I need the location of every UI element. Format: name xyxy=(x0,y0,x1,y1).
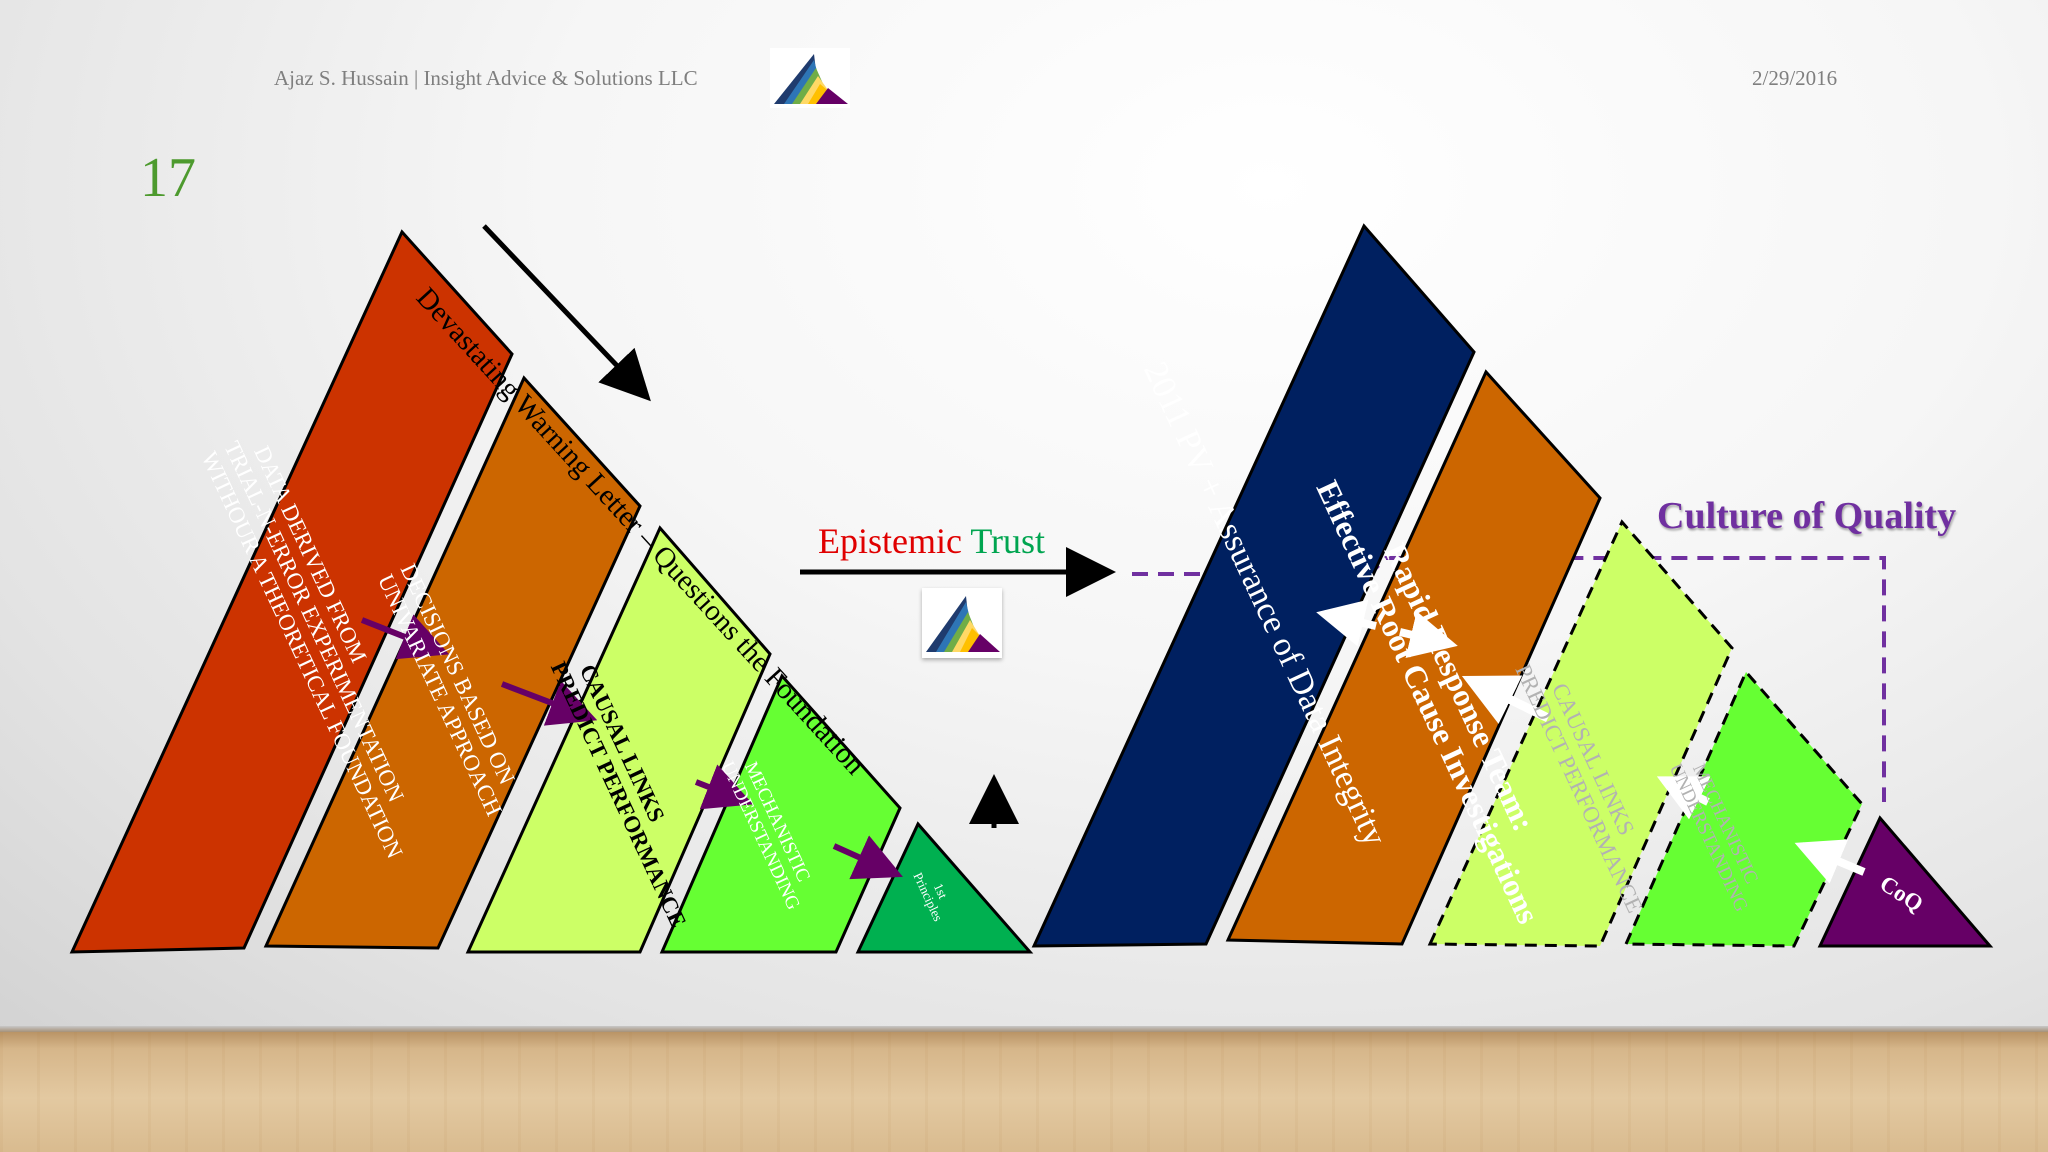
right-arrow-3 xyxy=(1461,675,1550,724)
header-date: 2/29/2016 xyxy=(1752,66,1838,90)
center-logo-icon xyxy=(922,588,1002,658)
left-arrow-2 xyxy=(500,680,598,726)
right-layer-5 xyxy=(1817,815,1994,948)
wood-floor xyxy=(0,1032,2048,1152)
right-arrow-4 xyxy=(1656,776,1711,820)
right-layer-1 xyxy=(1031,223,1476,948)
right-arrow-1 xyxy=(1316,599,1377,647)
baseboard xyxy=(0,1026,2048,1034)
slide-number: 17 xyxy=(140,147,196,209)
left-layer-5 xyxy=(855,821,1034,954)
left-arrow-4 xyxy=(832,835,903,880)
left-layer-1 xyxy=(69,229,514,954)
header-logo-icon xyxy=(770,48,850,108)
right-arrow-5 xyxy=(1794,839,1866,884)
epistemic-trust-label: Epistemic Trust xyxy=(818,520,1045,562)
left-arrow-3 xyxy=(694,764,754,810)
left-layer-2 xyxy=(263,375,642,950)
right-layer-3 xyxy=(1427,519,1734,948)
culture-of-quality-label: Culture of Quality xyxy=(1657,495,1957,537)
header-author: Ajaz S. Hussain | Insight Advice & Solut… xyxy=(274,66,698,90)
left-arrow-1 xyxy=(360,614,450,660)
trust-word: Trust xyxy=(970,521,1046,561)
epistemic-word: Epistemic xyxy=(818,521,962,561)
right-arrow-2 xyxy=(1399,611,1458,659)
warning-arrow xyxy=(482,224,651,402)
left-layer-3 xyxy=(465,525,772,954)
